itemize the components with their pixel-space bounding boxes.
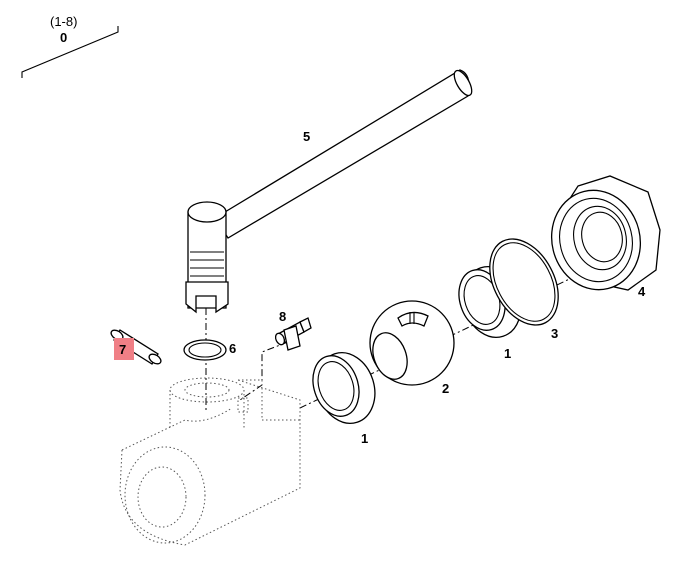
callout-nut: 4 <box>638 284 646 299</box>
callout-grease-fitting: 8 <box>279 309 286 324</box>
stem-o-ring <box>183 339 227 361</box>
callout-seat-front: 1 <box>361 431 368 446</box>
assembly-bracket: (1-8) 0 <box>21 14 119 78</box>
assembly-range-label: (1-8) <box>50 14 77 29</box>
valve-body <box>119 377 301 546</box>
callout-labels: 5 6 7 8 1 2 1 3 4 <box>114 129 646 446</box>
ball <box>369 300 455 386</box>
callout-handle: 5 <box>303 129 310 144</box>
pin-highlight <box>114 338 134 360</box>
handle <box>185 69 473 314</box>
callout-ball: 2 <box>442 381 449 396</box>
callout-stem-o-ring: 6 <box>229 341 236 356</box>
callout-pin: 7 <box>119 342 126 357</box>
assembly-number-label: 0 <box>60 30 67 45</box>
callout-seat-rear: 1 <box>504 346 511 361</box>
nut <box>550 175 661 291</box>
grease-fitting <box>274 317 312 351</box>
seat-front <box>312 352 376 424</box>
callout-large-o-ring: 3 <box>551 326 558 341</box>
large-o-ring <box>489 238 559 326</box>
